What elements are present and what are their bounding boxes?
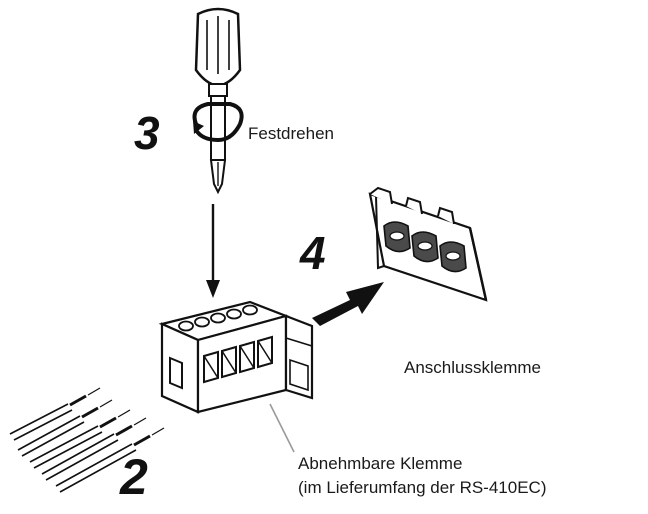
removable-terminal-label: Abnehmbare Klemme bbox=[298, 454, 463, 473]
screwdriver-icon bbox=[194, 7, 242, 195]
wires-icon bbox=[9, 387, 165, 493]
tighten-label: Festdrehen bbox=[248, 124, 334, 143]
terminal-receptacle bbox=[368, 186, 488, 302]
step-number-2: 2 bbox=[120, 449, 148, 505]
leader-line bbox=[269, 403, 295, 453]
down-arrow-icon bbox=[206, 204, 220, 298]
terminal-label: Anschlussklemme bbox=[404, 358, 541, 377]
insert-arrow-icon bbox=[312, 282, 384, 326]
removable-terminal-note: (im Lieferumfang der RS-410EC) bbox=[298, 478, 547, 497]
step-number-3: 3 bbox=[134, 107, 160, 159]
removable-terminal-block bbox=[158, 300, 314, 414]
rotate-arrow-icon bbox=[192, 102, 244, 143]
step-number-4: 4 bbox=[300, 227, 326, 279]
